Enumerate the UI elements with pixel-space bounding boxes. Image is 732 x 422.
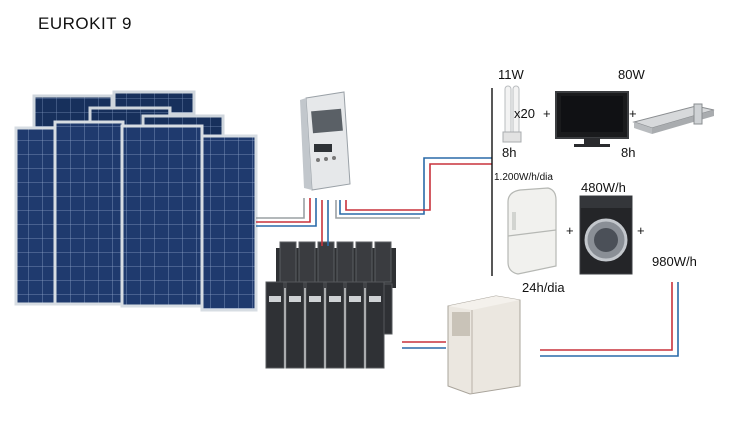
washing-machine-icon <box>579 195 633 275</box>
lamp-hours-label: 8h <box>502 145 517 160</box>
plus-sign: + <box>543 106 551 121</box>
dvd-player-icon <box>632 103 715 134</box>
solar-panels <box>14 90 258 312</box>
plus-sign: + <box>566 223 574 238</box>
plus-sign: + <box>629 106 637 121</box>
extra-load-label: 980W/h <box>652 254 697 269</box>
battery-bank <box>265 241 396 369</box>
plus-sign: + <box>637 223 645 238</box>
lamp-quantity-label: x20 <box>514 106 535 121</box>
wiring <box>256 157 679 357</box>
solar-panel <box>200 134 258 312</box>
daily-energy-label: 1.200W/h/dia <box>494 172 553 183</box>
fridge-icon <box>507 187 557 275</box>
tv-power-label: 80W <box>618 67 645 82</box>
solar-panel <box>120 124 204 308</box>
kit-title: EUROKIT 9 <box>38 14 132 33</box>
tv-icon <box>555 91 629 147</box>
charge-controller <box>300 91 351 191</box>
tv-hours-label: 8h <box>621 145 636 160</box>
lamp-power-label: 11W <box>498 67 524 82</box>
cfl-lamp-icon <box>502 85 522 143</box>
fridge-hours-label: 24h/dia <box>522 280 565 295</box>
inverter <box>447 295 521 395</box>
solar-panel <box>53 120 125 306</box>
washer-power-label: 480W/h <box>581 180 626 195</box>
